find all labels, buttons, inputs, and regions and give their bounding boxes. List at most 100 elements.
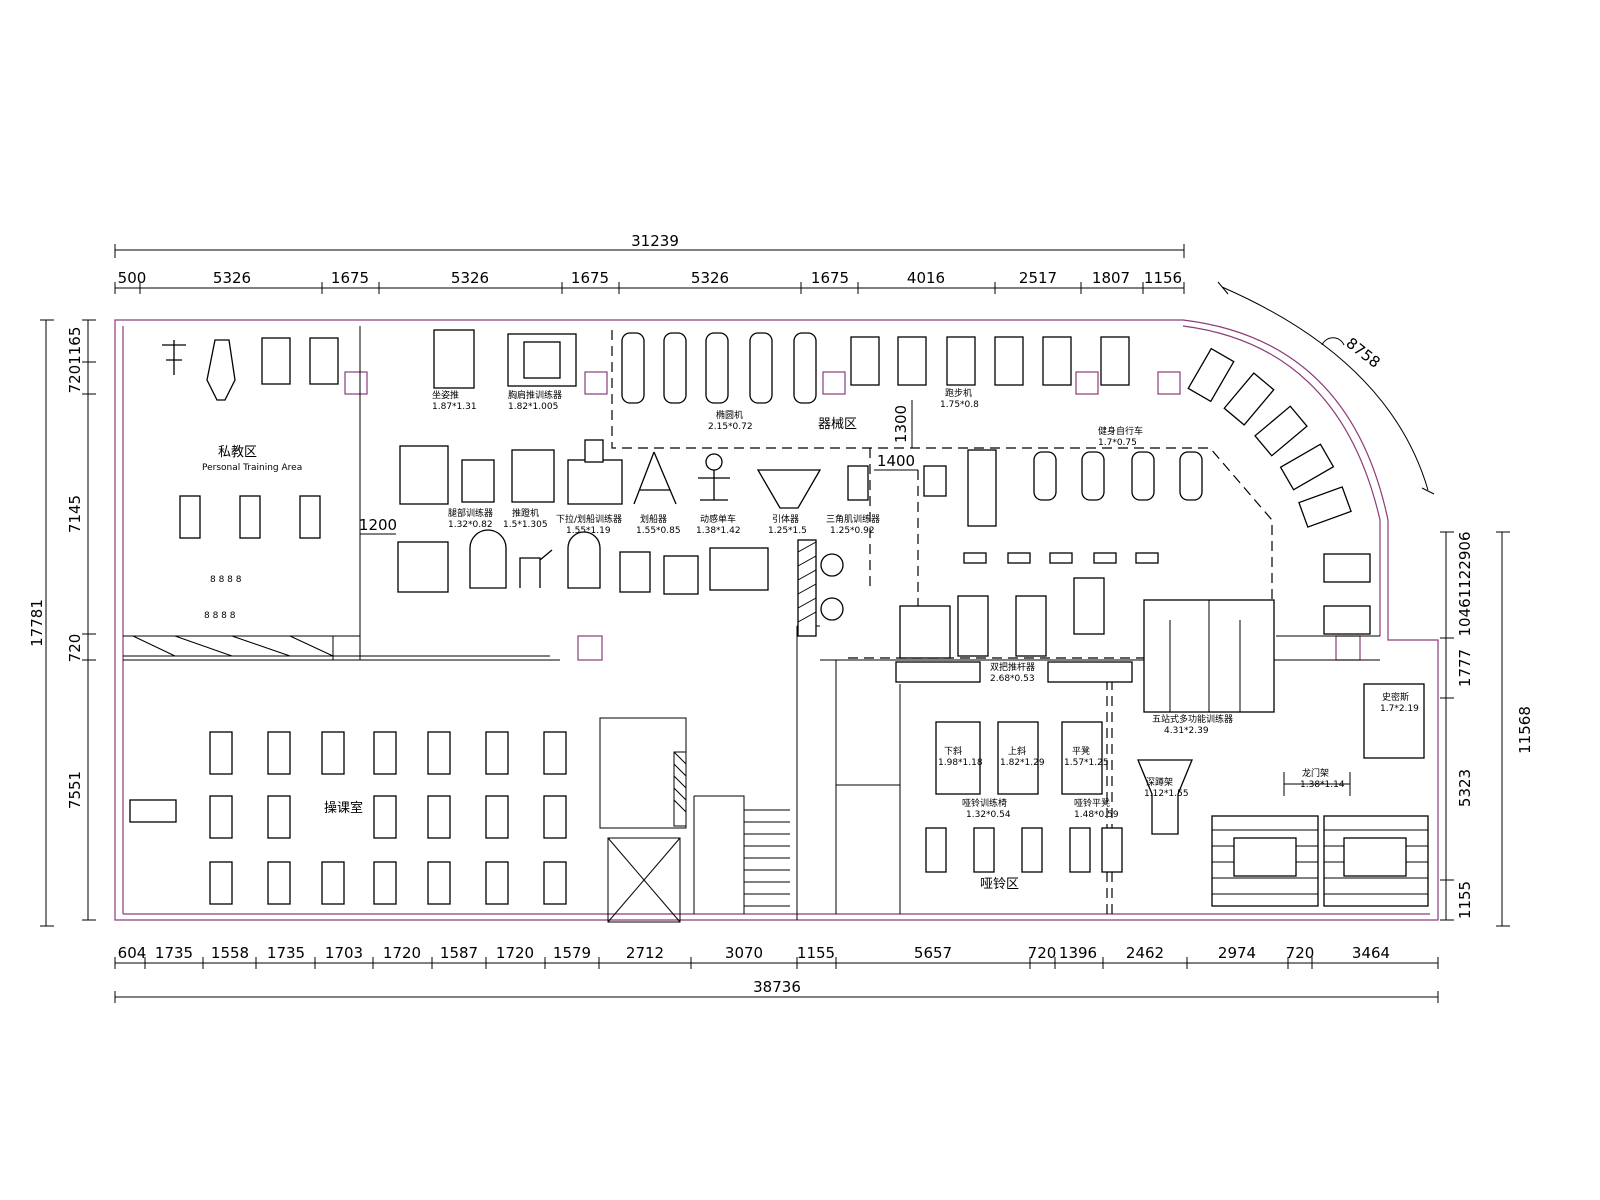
top-dimension-segments: 500 5326 1675 5326 1675 5326 1675 4016 2… <box>114 269 1185 294</box>
label-cable-cross-size: 1.38*1.14 <box>1300 780 1345 790</box>
gap-dimensions: 1200 1300 1400 <box>359 400 918 535</box>
bottom-dimension-segments: 604 1735 1558 1735 1703 1720 1587 1720 1… <box>114 944 1439 969</box>
label-db-chair-size: 1.32*0.54 <box>966 810 1011 820</box>
dim-bottom-7: 1587 <box>440 944 478 962</box>
bike-row <box>1033 451 1203 501</box>
stair-elevator <box>599 717 790 923</box>
dim-right-1: 10461122906 <box>1456 532 1474 637</box>
zone-private-label: 私教区 <box>218 444 257 460</box>
label-spin-size: 1.38*1.42 <box>696 526 741 536</box>
dim-top-1: 500 <box>118 269 147 287</box>
dim-bottom-16: 2462 <box>1126 944 1164 962</box>
dim-top-6: 5326 <box>691 269 729 287</box>
dim-left-3: 720 <box>66 634 84 663</box>
dim-bottom-3: 1558 <box>211 944 249 962</box>
label-elliptical: 椭圆机 <box>716 409 743 421</box>
zone-private-sublabel: Personal Training Area <box>202 463 302 473</box>
dim-overall-bottom: 38736 <box>753 978 801 996</box>
dim-bottom-10: 2712 <box>626 944 664 962</box>
label-spin: 动感单车 <box>700 513 736 525</box>
dim-top-9: 2517 <box>1019 269 1057 287</box>
zone-free-weight-label: 哑铃区 <box>980 877 1019 892</box>
label-squat-size: 1.12*1.55 <box>1144 789 1189 799</box>
dim-bottom-5: 1703 <box>325 944 363 962</box>
label-leg-press: 推蹬机 <box>512 507 539 519</box>
svg-text:8 8 8 8: 8 8 8 8 <box>210 575 242 585</box>
zone-classroom-label: 操课室 <box>324 800 363 816</box>
left-dimensions: 17781 7201165 7145 720 7551 <box>28 319 96 927</box>
label-multigym: 五站式多功能训练器 <box>1152 713 1233 725</box>
label-bar-rack-size: 2.68*0.53 <box>990 674 1035 684</box>
dim-top-4: 5326 <box>451 269 489 287</box>
dim-bottom-18: 720 <box>1286 944 1315 962</box>
label-smith: 史密斯 <box>1382 691 1409 703</box>
dim-1400: 1400 <box>877 452 915 470</box>
label-incline: 上斜 <box>1008 745 1026 757</box>
interior-walls <box>123 326 1380 920</box>
label-chest-press-size: 1.82*1.005 <box>508 402 558 412</box>
dim-bottom-13: 5657 <box>914 944 952 962</box>
dim-right-4: 1155 <box>1456 881 1474 919</box>
label-rower: 划船器 <box>640 513 667 525</box>
top-dimension-overall: 31239 <box>114 232 1185 258</box>
dim-bottom-12: 1155 <box>797 944 835 962</box>
label-flat: 平凳 <box>1072 746 1090 757</box>
equipment-area: 器械区 跑步机 1.75*0.8 <box>397 329 1371 736</box>
dim-top-10: 1807 <box>1092 269 1130 287</box>
dim-bottom-19: 3464 <box>1352 944 1390 962</box>
label-leg-size: 1.32*0.82 <box>448 520 493 530</box>
dim-right-3: 5323 <box>1456 769 1474 807</box>
dim-1300: 1300 <box>892 405 910 443</box>
label-decline-size: 1.98*1.18 <box>938 758 983 768</box>
right-dimensions: 11568 10461122906 1777 5323 1155 <box>1440 531 1534 927</box>
dim-overall-top: 31239 <box>631 232 679 250</box>
label-leg-press-size: 1.5*1.305 <box>503 520 548 530</box>
label-incline-size: 1.82*1.29 <box>1000 758 1045 768</box>
label-cable-cross: 龙门架 <box>1302 767 1329 779</box>
label-rower-size: 1.55*0.85 <box>636 526 681 536</box>
dim-bottom-11: 3070 <box>725 944 763 962</box>
dim-bottom-2: 1735 <box>155 944 193 962</box>
dim-bottom-14: 720 <box>1028 944 1057 962</box>
label-db-bench-size: 1.48*0.59 <box>1074 810 1119 820</box>
label-multigym-size: 4.31*2.39 <box>1164 726 1209 736</box>
svg-text:8 8 8 8: 8 8 8 8 <box>204 611 236 621</box>
label-row-size: 1.55*1.19 <box>566 526 611 536</box>
dim-left-1: 7201165 <box>66 327 84 394</box>
label-pullup: 引体器 <box>772 513 799 525</box>
curved-treadmill-row <box>1187 347 1371 635</box>
dim-bottom-9: 1579 <box>553 944 591 962</box>
label-leg: 腿部训练器 <box>448 507 493 519</box>
dim-bottom-1: 604 <box>118 944 147 962</box>
dim-left-4: 7551 <box>66 771 84 809</box>
dim-top-11: 1156 <box>1144 269 1182 287</box>
classroom-area: 操课室 <box>129 731 567 905</box>
label-seated-press: 坐姿推 <box>432 389 459 401</box>
label-pullup-size: 1.25*1.5 <box>768 526 807 536</box>
dim-right-overall: 11568 <box>1516 706 1534 754</box>
label-decline: 下斜 <box>944 745 962 757</box>
label-smith-size: 1.7*2.19 <box>1380 704 1419 714</box>
private-training-area: 私教区 Personal Training Area 8 8 8 8 8 8 8… <box>162 337 339 621</box>
label-bike: 健身自行车 <box>1098 425 1143 437</box>
dim-bottom-6: 1720 <box>383 944 421 962</box>
label-delt: 三角肌训练器 <box>826 513 880 525</box>
dim-top-7: 1675 <box>811 269 849 287</box>
dim-left-2: 7145 <box>66 495 84 533</box>
dim-bottom-17: 2974 <box>1218 944 1256 962</box>
zone-equipment-label: 器械区 <box>818 417 857 432</box>
label-chest-press: 胸肩推训练器 <box>508 389 562 401</box>
label-bike-size: 1.7*0.75 <box>1098 438 1137 448</box>
label-flat-size: 1.57*1.25 <box>1064 758 1109 768</box>
label-squat: 深蹲架 <box>1146 776 1173 788</box>
bottom-dimension-overall: 38736 <box>114 978 1439 1003</box>
label-treadmill: 跑步机 <box>945 387 972 399</box>
label-db-chair: 哑铃训练椅 <box>962 797 1007 809</box>
dim-top-3: 1675 <box>331 269 369 287</box>
label-db-bench: 哑铃平凳 <box>1074 797 1110 809</box>
label-elliptical-size: 2.15*0.72 <box>708 422 753 432</box>
label-seated-press-size: 1.87*1.31 <box>432 402 477 412</box>
label-row: 下拉/划船训练器 <box>556 513 622 525</box>
dim-top-2: 5326 <box>213 269 251 287</box>
